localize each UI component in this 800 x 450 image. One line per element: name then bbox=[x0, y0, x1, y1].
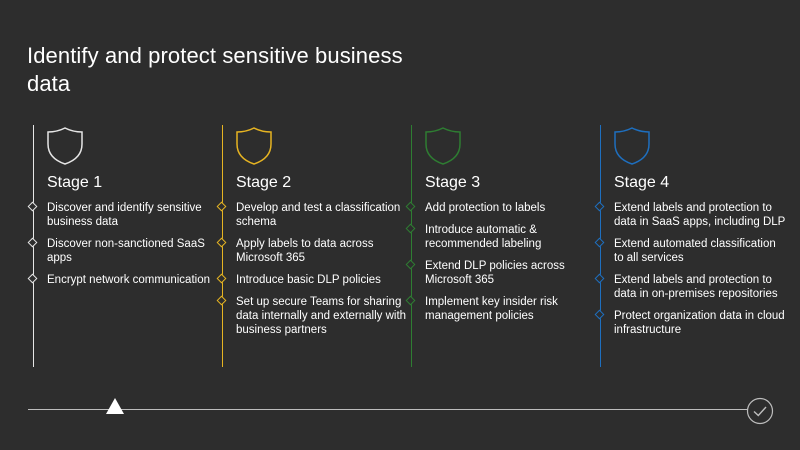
list-item: Extend automated classification to all s… bbox=[594, 237, 788, 265]
list-item: Extend labels and protection to data in … bbox=[594, 201, 788, 229]
shield-icon bbox=[614, 127, 650, 165]
stage-1-items: Discover and identify sensitive business… bbox=[27, 201, 221, 295]
stage-3-label: Stage 3 bbox=[425, 174, 481, 191]
list-item: Extend DLP policies across Microsoft 365 bbox=[405, 259, 599, 287]
page-title: Identify and protect sensitive business … bbox=[27, 43, 403, 96]
diamond-icon bbox=[27, 237, 38, 248]
list-item: Develop and test a classification schema bbox=[216, 201, 410, 229]
shield-icon bbox=[425, 127, 461, 165]
diamond-icon bbox=[27, 201, 38, 212]
list-item: Protect organization data in cloud infra… bbox=[594, 309, 788, 337]
checkmark-circle-icon bbox=[746, 397, 774, 425]
list-item: Introduce basic DLP policies bbox=[216, 273, 410, 287]
stage-2-column: Stage 2 Develop and test a classificatio… bbox=[216, 125, 410, 367]
shield-icon bbox=[47, 127, 83, 165]
triangle-icon bbox=[106, 398, 124, 414]
shield-icon bbox=[236, 127, 272, 165]
stage-3-line bbox=[411, 125, 412, 367]
stage-3-column: Stage 3 Add protection to labels Introdu… bbox=[405, 125, 599, 367]
list-item: Implement key insider risk management po… bbox=[405, 295, 599, 323]
timeline-line bbox=[28, 409, 748, 410]
stage-4-label: Stage 4 bbox=[614, 174, 670, 191]
diamond-icon bbox=[27, 273, 38, 284]
stage-1-label: Stage 1 bbox=[47, 174, 103, 191]
list-item: Add protection to labels bbox=[405, 201, 599, 215]
list-item: Discover non-sanctioned SaaS apps bbox=[27, 237, 221, 265]
stage-4-column: Stage 4 Extend labels and protection to … bbox=[594, 125, 788, 367]
stage-4-items: Extend labels and protection to data in … bbox=[594, 201, 788, 345]
list-item: Discover and identify sensitive business… bbox=[27, 201, 221, 229]
stage-2-items: Develop and test a classification schema… bbox=[216, 201, 410, 345]
list-item: Introduce automatic & recommended labeli… bbox=[405, 223, 599, 251]
list-item: Encrypt network communication bbox=[27, 273, 221, 287]
list-item: Apply labels to data across Microsoft 36… bbox=[216, 237, 410, 265]
stage-2-label: Stage 2 bbox=[236, 174, 292, 191]
stage-3-items: Add protection to labels Introduce autom… bbox=[405, 201, 599, 331]
stage-1-column: Stage 1 Discover and identify sensitive … bbox=[27, 125, 221, 367]
list-item: Set up secure Teams for sharing data int… bbox=[216, 295, 410, 337]
list-item: Extend labels and protection to data in … bbox=[594, 273, 788, 301]
